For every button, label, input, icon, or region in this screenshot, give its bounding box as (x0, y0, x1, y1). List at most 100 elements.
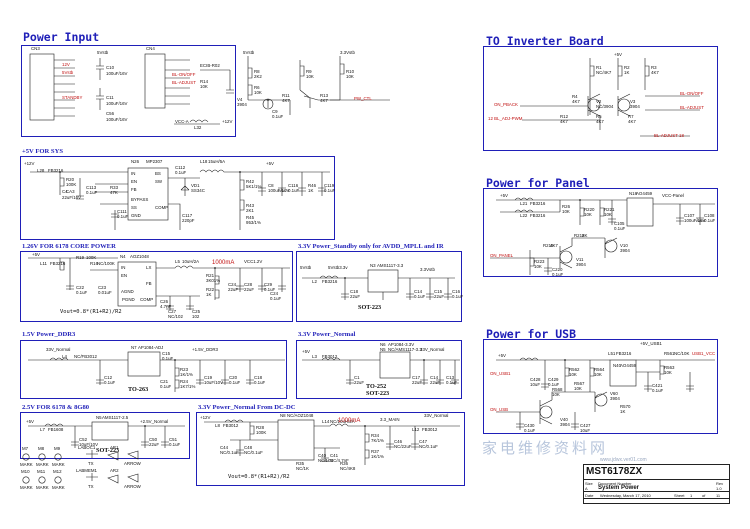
label: 2K (582, 233, 588, 238)
label: 4K7 (651, 70, 659, 75)
label: R16 (90, 261, 99, 266)
label: L4 (62, 354, 67, 359)
label: 22uF (434, 294, 445, 299)
label: VCC-Panel (662, 193, 684, 198)
label: R7 (628, 114, 634, 119)
label: 5K1/1% (246, 184, 262, 189)
core126-title: 1.26V FOR 6178 CORE POWER (22, 243, 116, 250)
label: R42 (246, 179, 255, 184)
mark-label: MARK (52, 462, 65, 467)
label: V3 (630, 99, 636, 104)
label: 0.1uF (614, 226, 626, 231)
ams1117-25-ic (91, 421, 129, 441)
label: R223 (534, 259, 545, 264)
label: 22uF (228, 287, 239, 292)
label: R564 (594, 367, 605, 372)
mp2307-ic (127, 167, 169, 221)
package-label: SOT-223 (96, 447, 120, 454)
label: V10 (620, 243, 628, 248)
label: R562 (569, 367, 580, 372)
label: 2K1 (246, 208, 254, 213)
label: 3904 (610, 396, 620, 401)
label: AMS1117-2.5 (102, 415, 129, 420)
label: FB3216 (530, 201, 546, 206)
label: 0.1uF (704, 218, 716, 223)
label: 10K (604, 212, 612, 217)
standby33-frame (296, 251, 462, 322)
title-block (583, 464, 730, 504)
mark-label: ARROW (124, 484, 141, 489)
label: R8 (254, 69, 260, 74)
date-value: Wednesday, March 17, 2010 (600, 493, 651, 498)
label: BS (155, 171, 161, 176)
label: SS34C (191, 188, 205, 193)
label: C108 (704, 213, 715, 218)
label: 953/1% (246, 220, 261, 225)
label: R570 (620, 404, 631, 409)
label: 102 (192, 314, 200, 319)
label: N6 (380, 342, 386, 347)
ap1084-33-ic (379, 351, 411, 379)
label: C8 (268, 183, 274, 188)
label: 0.1uF (86, 190, 98, 195)
label: R10 (346, 69, 355, 74)
label: V2 (596, 99, 602, 104)
ddr15-frame (20, 340, 287, 399)
label: 10K (200, 84, 208, 89)
label: C29 (264, 282, 273, 287)
label: 0.1uF (548, 382, 560, 387)
label: 0.1uF (175, 170, 187, 175)
label: CN3 (31, 46, 40, 51)
label: C116 (288, 183, 299, 188)
label: +1.5V_DDR3 (192, 347, 218, 352)
title-block-divider (583, 491, 730, 492)
label: R3 (651, 65, 657, 70)
label: AP1084-ADJ (138, 345, 164, 350)
label: C24 (228, 282, 237, 287)
label: COMP (155, 205, 169, 210)
label: NC/AOZ1048 (287, 413, 314, 418)
label: +5V (498, 353, 506, 358)
label: R36 (340, 461, 349, 466)
doc-number-label: Document Number (598, 481, 632, 486)
label: FB3216 (616, 351, 632, 356)
label: C40 (318, 453, 327, 458)
net-label: 5Vstb (62, 70, 74, 75)
label: R567 (574, 381, 585, 386)
label: 5Vstb3.3v (328, 265, 348, 270)
label: C20 (229, 375, 238, 380)
label: 0.1uF (254, 380, 266, 385)
inverter-title: TO Inverter Board (486, 34, 604, 48)
net-label: PW_CTL (354, 96, 372, 101)
label: C429 (548, 377, 559, 382)
title-block-divider (583, 479, 730, 480)
mark-label: M11 (37, 469, 46, 474)
net-label: ON_USB1 (490, 371, 511, 376)
of-value: 11 (716, 493, 721, 498)
cn4-connector (144, 53, 166, 109)
label: 10K (584, 212, 592, 217)
rev-value: 1.0 (716, 486, 722, 491)
label: C9 (272, 109, 278, 114)
label: C12 (104, 375, 113, 380)
net-label: ON_PANEL (490, 253, 514, 258)
label: NC/22uF (394, 444, 412, 449)
vout-formula: Vout=0.8*(R1+R2)/R2 (60, 309, 122, 315)
of-label: of (702, 493, 706, 498)
label: 5Vstb (97, 50, 109, 55)
label: 100uF/16V (106, 101, 128, 106)
label: R46 (308, 183, 317, 188)
net-label: ON_USB (490, 407, 509, 412)
current-rating: 1000mA (338, 418, 361, 424)
label: R561 (664, 351, 675, 356)
label: 1K/1% (180, 372, 193, 377)
label: L51 (608, 351, 616, 356)
label: FB (146, 281, 152, 286)
label: +12V (24, 161, 35, 166)
net-label: BL-ON/OFF (172, 72, 196, 77)
ap1084-adj-ic (127, 351, 161, 377)
package-label: TO-252 (366, 383, 387, 390)
label: L2 (312, 279, 317, 284)
label: 10K (254, 90, 262, 95)
inverter-frame (483, 46, 718, 151)
